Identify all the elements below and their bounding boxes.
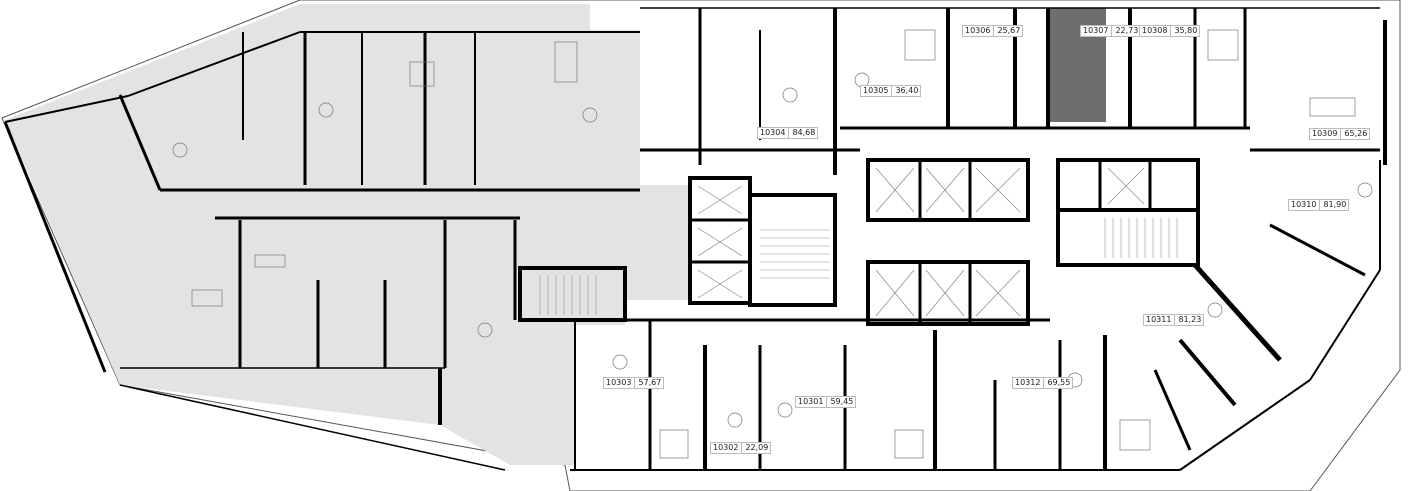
- unit-area: 69,55: [1047, 378, 1071, 387]
- unit-area: 65,26: [1344, 129, 1368, 138]
- unit-number: 10306: [965, 26, 995, 36]
- unit-area: 36,40: [895, 86, 919, 95]
- unit-area: 57,67: [638, 378, 662, 387]
- unit-number: 10310: [1291, 200, 1321, 210]
- unit-number: 10308: [1142, 26, 1172, 36]
- unit-area: 84,68: [792, 128, 816, 137]
- unit-area: 22,09: [745, 443, 769, 452]
- unit-area: 81,23: [1178, 315, 1202, 324]
- unit-area: 59,45: [830, 397, 854, 406]
- unit-number: 10304: [760, 128, 790, 138]
- walls: [3, 7, 1387, 471]
- unit-number: 10305: [863, 86, 893, 96]
- unit-number: 10303: [606, 378, 636, 388]
- unit-number: 10309: [1312, 129, 1342, 139]
- furniture: [172, 29, 1373, 459]
- unit-number: 10307: [1083, 26, 1113, 36]
- unit-number: 10302: [713, 443, 743, 453]
- unit-area: 22,73: [1115, 26, 1139, 35]
- unit-number: 10301: [798, 397, 828, 407]
- stairs: [539, 218, 1178, 315]
- unavailable-area-west: [5, 4, 690, 465]
- unit-area: 25,67: [997, 26, 1021, 35]
- unit-number: 10311: [1146, 315, 1176, 325]
- unit-number: 10312: [1015, 378, 1045, 388]
- unit-area: 81,90: [1323, 200, 1347, 209]
- elevator-shafts: [697, 167, 1145, 317]
- unit-area: 35,80: [1174, 26, 1198, 35]
